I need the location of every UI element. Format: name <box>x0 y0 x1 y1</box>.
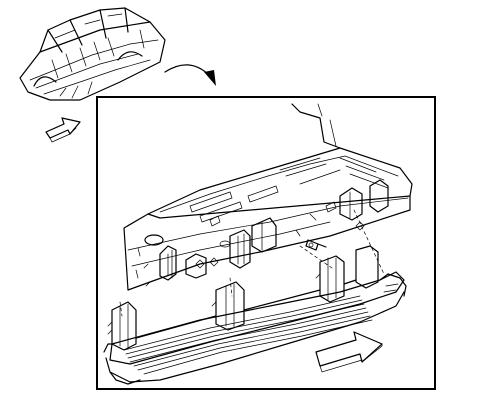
underbody-floor-panel <box>123 103 413 291</box>
bolt-icon <box>305 239 327 251</box>
curved-pointer-arrow-icon <box>164 64 216 86</box>
direction-arrow-icon <box>45 117 81 143</box>
direction-arrow-icon <box>315 331 383 373</box>
rocker-rail-assembly <box>103 245 407 385</box>
dashed-guide-line-icon <box>119 209 385 317</box>
detail-frame <box>96 96 436 390</box>
vehicle-body-overview-icon <box>19 7 166 101</box>
